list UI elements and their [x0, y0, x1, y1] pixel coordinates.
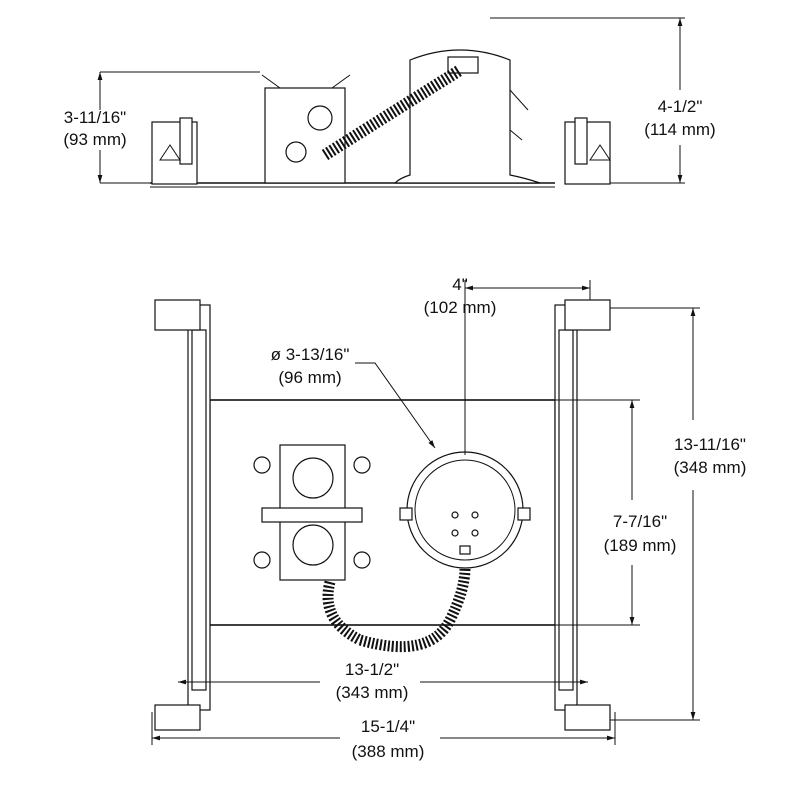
diameter-metric: (96 mm) — [278, 368, 341, 387]
diameter-imperial: ø 3-13/16" — [271, 345, 350, 364]
right-height-metric: (114 mm) — [644, 120, 715, 139]
left-height-imperial: 3-11/16" — [64, 108, 126, 127]
inner-width-imperial: 13-1/2" — [345, 660, 399, 679]
offset-imperial: 4" — [452, 275, 468, 294]
junction-box — [264, 87, 346, 184]
right-height-imperial: 4-1/2" — [658, 97, 703, 116]
overall-depth-imperial: 13-11/16" — [674, 435, 746, 454]
offset-metric: (102 mm) — [424, 298, 497, 317]
overall-depth-metric: (348 mm) — [674, 458, 747, 477]
flex-conduit — [322, 567, 471, 653]
inner-depth-metric: (189 mm) — [604, 536, 677, 555]
side-view — [97, 17, 685, 188]
flex-conduit — [321, 64, 464, 161]
overall-width-metric: (388 mm) — [352, 742, 425, 761]
left-height-metric: (93 mm) — [63, 130, 126, 149]
inner-width-metric: (343 mm) — [336, 683, 409, 702]
inner-depth-imperial: 7-7/16" — [613, 512, 667, 531]
top-view — [151, 280, 700, 745]
overall-width-imperial: 15-1/4" — [361, 717, 415, 736]
